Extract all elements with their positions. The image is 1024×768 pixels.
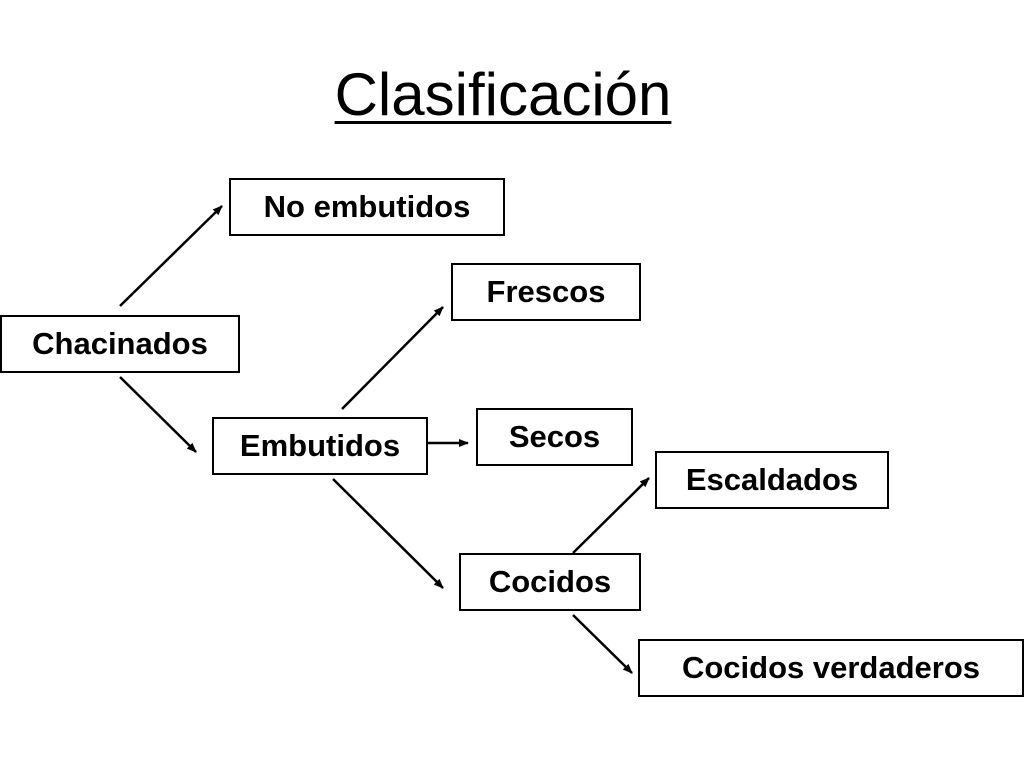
node-secos: Secos: [476, 408, 633, 466]
arrow-cocidos-to-cocidos-verdaderos: [572, 614, 633, 674]
arrow-chacinados-to-no-embutidos: [119, 205, 223, 307]
arrow-embutidos-to-cocidos: [332, 478, 444, 589]
arrow-embutidos-to-frescos: [341, 306, 444, 410]
node-escaldados: Escaldados: [655, 451, 889, 509]
node-cocidos: Cocidos: [459, 553, 641, 611]
node-embutidos: Embutidos: [212, 417, 428, 475]
node-frescos: Frescos: [451, 263, 641, 321]
arrow-cocidos-to-escaldados: [572, 477, 650, 554]
node-chacinados: Chacinados: [0, 315, 240, 373]
arrow-chacinados-to-embutidos: [119, 376, 197, 453]
page-title: Clasificación: [334, 61, 672, 128]
node-no-embutidos: No embutidos: [229, 178, 505, 236]
node-cocidos-verdaderos: Cocidos verdaderos: [638, 639, 1024, 697]
